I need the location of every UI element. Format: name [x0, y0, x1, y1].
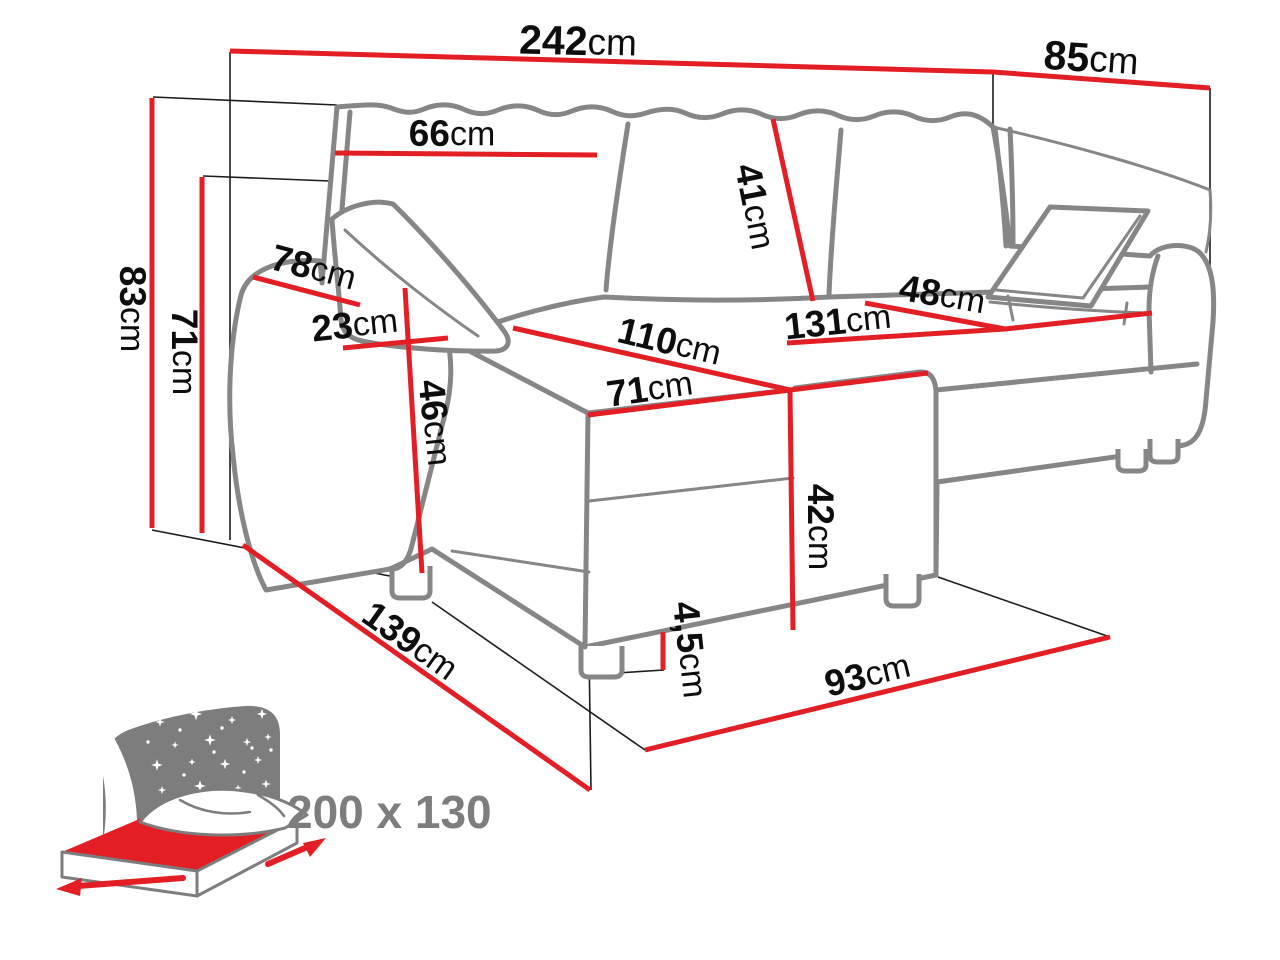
cushion-separator-1: [603, 121, 631, 293]
dim-seat-height-unit: cm: [801, 525, 839, 570]
chaise-front-seam: [587, 476, 795, 503]
dim-total-depth-value: 85: [1042, 32, 1091, 81]
dim-armrest-width-unit: cm: [351, 302, 400, 345]
line-seat-height: [787, 389, 796, 631]
line-floor-depth: [241, 542, 592, 793]
dim-total-depth-unit: cm: [1088, 38, 1140, 82]
dim-total-depth-label: 85cm: [1042, 32, 1140, 85]
tray-board-edge: [994, 214, 1142, 300]
dim-chaise-front-width-unit: cm: [645, 364, 695, 408]
cushion-separator-2: [826, 127, 844, 298]
sofa-legs: [389, 439, 1181, 680]
pillow-crease: [343, 228, 480, 338]
dim-leg-height-value: 4,5: [665, 599, 711, 654]
backrest-right-post: [992, 125, 1016, 249]
arrow-length-head: [303, 838, 326, 857]
dim-floor-depth-label: 139cm: [355, 593, 466, 689]
line-armrest-height: [402, 287, 425, 574]
dim-seat-height-label: 42cm: [800, 484, 841, 570]
armrest-tray: [985, 204, 1151, 326]
dim-floor-front-width-value: 93: [821, 655, 871, 704]
sofa-leg: [1115, 449, 1149, 474]
sofa-leg: [883, 574, 922, 609]
tick-leg-height: [616, 669, 665, 674]
dim-armrest-height-value: 46: [411, 378, 456, 423]
dim-back-cushion-width-label: 66cm: [409, 112, 496, 154]
line-seat-depth: [864, 300, 1006, 332]
dim-seat-depth-label: 48cm: [896, 267, 988, 322]
dim-armrest-height-label: 46cm: [411, 378, 461, 468]
dim-back-cushion-height-unit: cm: [736, 201, 782, 253]
stars: [110, 707, 273, 824]
line-back-cushion-height: [770, 118, 816, 302]
arrow-length: [265, 842, 315, 867]
duvet-folds: [178, 793, 286, 818]
dim-back-cushion-width-unit: cm: [450, 115, 496, 153]
tick-71-top: [202, 175, 331, 182]
right-armrest-inner-edge: [1146, 253, 1161, 375]
tray-board: [985, 204, 1151, 309]
dim-armrest-width-value: 23: [310, 304, 355, 349]
dim-total-height-value: 83: [112, 266, 153, 307]
sofa-leg: [389, 566, 433, 601]
dim-total-height-unit: cm: [113, 307, 151, 352]
mattress-right-face: [195, 818, 299, 898]
dim-floor-front-width-label: 93cm: [821, 644, 915, 704]
sofa-leg: [1147, 439, 1181, 465]
dim-armrest-height-unit: cm: [416, 419, 459, 468]
dimension-labels: 242cm 85cm 66cm 41cm 83cm 71cm 78cm 23cm…: [112, 16, 1140, 704]
line-chaise-front-width: [587, 387, 791, 418]
chaise-seat-left-edge: [455, 342, 591, 416]
floor-line-front-right: [937, 576, 1111, 638]
dim-seat-length-value: 131: [782, 300, 848, 347]
dimension-lines: [149, 48, 1211, 793]
dim-chaise-front-width-value: 71: [604, 368, 650, 414]
chaise-left-seam: [450, 549, 591, 574]
dim-leg-height-label: 4,5cm: [665, 599, 716, 700]
dim-back-cushion-width-value: 66: [409, 112, 451, 153]
unfold-arrows: [56, 838, 326, 896]
night-sky-swoosh: [76, 700, 138, 848]
sleeping-size-label: 200 x 130: [287, 786, 492, 838]
dim-armrest-width-label: 23cm: [310, 299, 400, 349]
dim-armrest-length-label: 78cm: [267, 236, 361, 298]
dim-total-width-unit: cm: [587, 21, 637, 63]
floor-line-front-left: [431, 601, 646, 751]
back-panel-right-edge: [991, 125, 1213, 254]
dim-seat-depth-value: 48: [896, 267, 944, 315]
line-seat-front-edge: [789, 370, 929, 393]
dim-chaise-front-width-label: 71cm: [604, 362, 695, 415]
sofa-leg: [578, 646, 625, 680]
dim-total-width-value: 242: [519, 16, 589, 64]
dim-backrest-height-value: 71: [164, 309, 205, 350]
line-back-cushion-width: [334, 150, 598, 158]
dim-seat-length-unit: cm: [844, 298, 893, 341]
dim-back-cushion-height-value: 41: [727, 160, 775, 208]
sofa-drawing: [227, 102, 1217, 680]
right-base-top-edge: [933, 361, 1200, 393]
dim-backrest-height-label: 71cm: [164, 309, 205, 395]
dim-leg-height-unit: cm: [671, 651, 714, 700]
line-total-width: [229, 48, 994, 75]
armrest-pillow: [329, 199, 511, 354]
dim-backrest-height-unit: cm: [165, 350, 203, 395]
line-floor-front-width: [644, 634, 1111, 753]
tick-83-top: [152, 96, 338, 106]
line-armrest-length: [252, 274, 361, 308]
line-armrest-width: [342, 335, 449, 351]
line-chaise-length: [512, 325, 791, 393]
dim-seat-height-value: 42: [800, 484, 841, 525]
arrow-width: [75, 875, 186, 889]
dim-total-width-label: 242cm: [519, 16, 638, 65]
dim-back-cushion-height-label: 41cm: [727, 160, 784, 253]
armrest-inner-edge: [387, 329, 454, 572]
dim-seat-depth-unit: cm: [937, 276, 988, 321]
dim-total-height-label: 83cm: [112, 266, 153, 352]
dim-seat-length-label: 131cm: [782, 295, 893, 347]
sofa-bed-function-icon: 200 x 130: [56, 700, 492, 898]
chaise-front-left-edge: [582, 410, 591, 650]
arrow-width-head: [56, 878, 82, 896]
line-total-depth: [992, 69, 1211, 91]
